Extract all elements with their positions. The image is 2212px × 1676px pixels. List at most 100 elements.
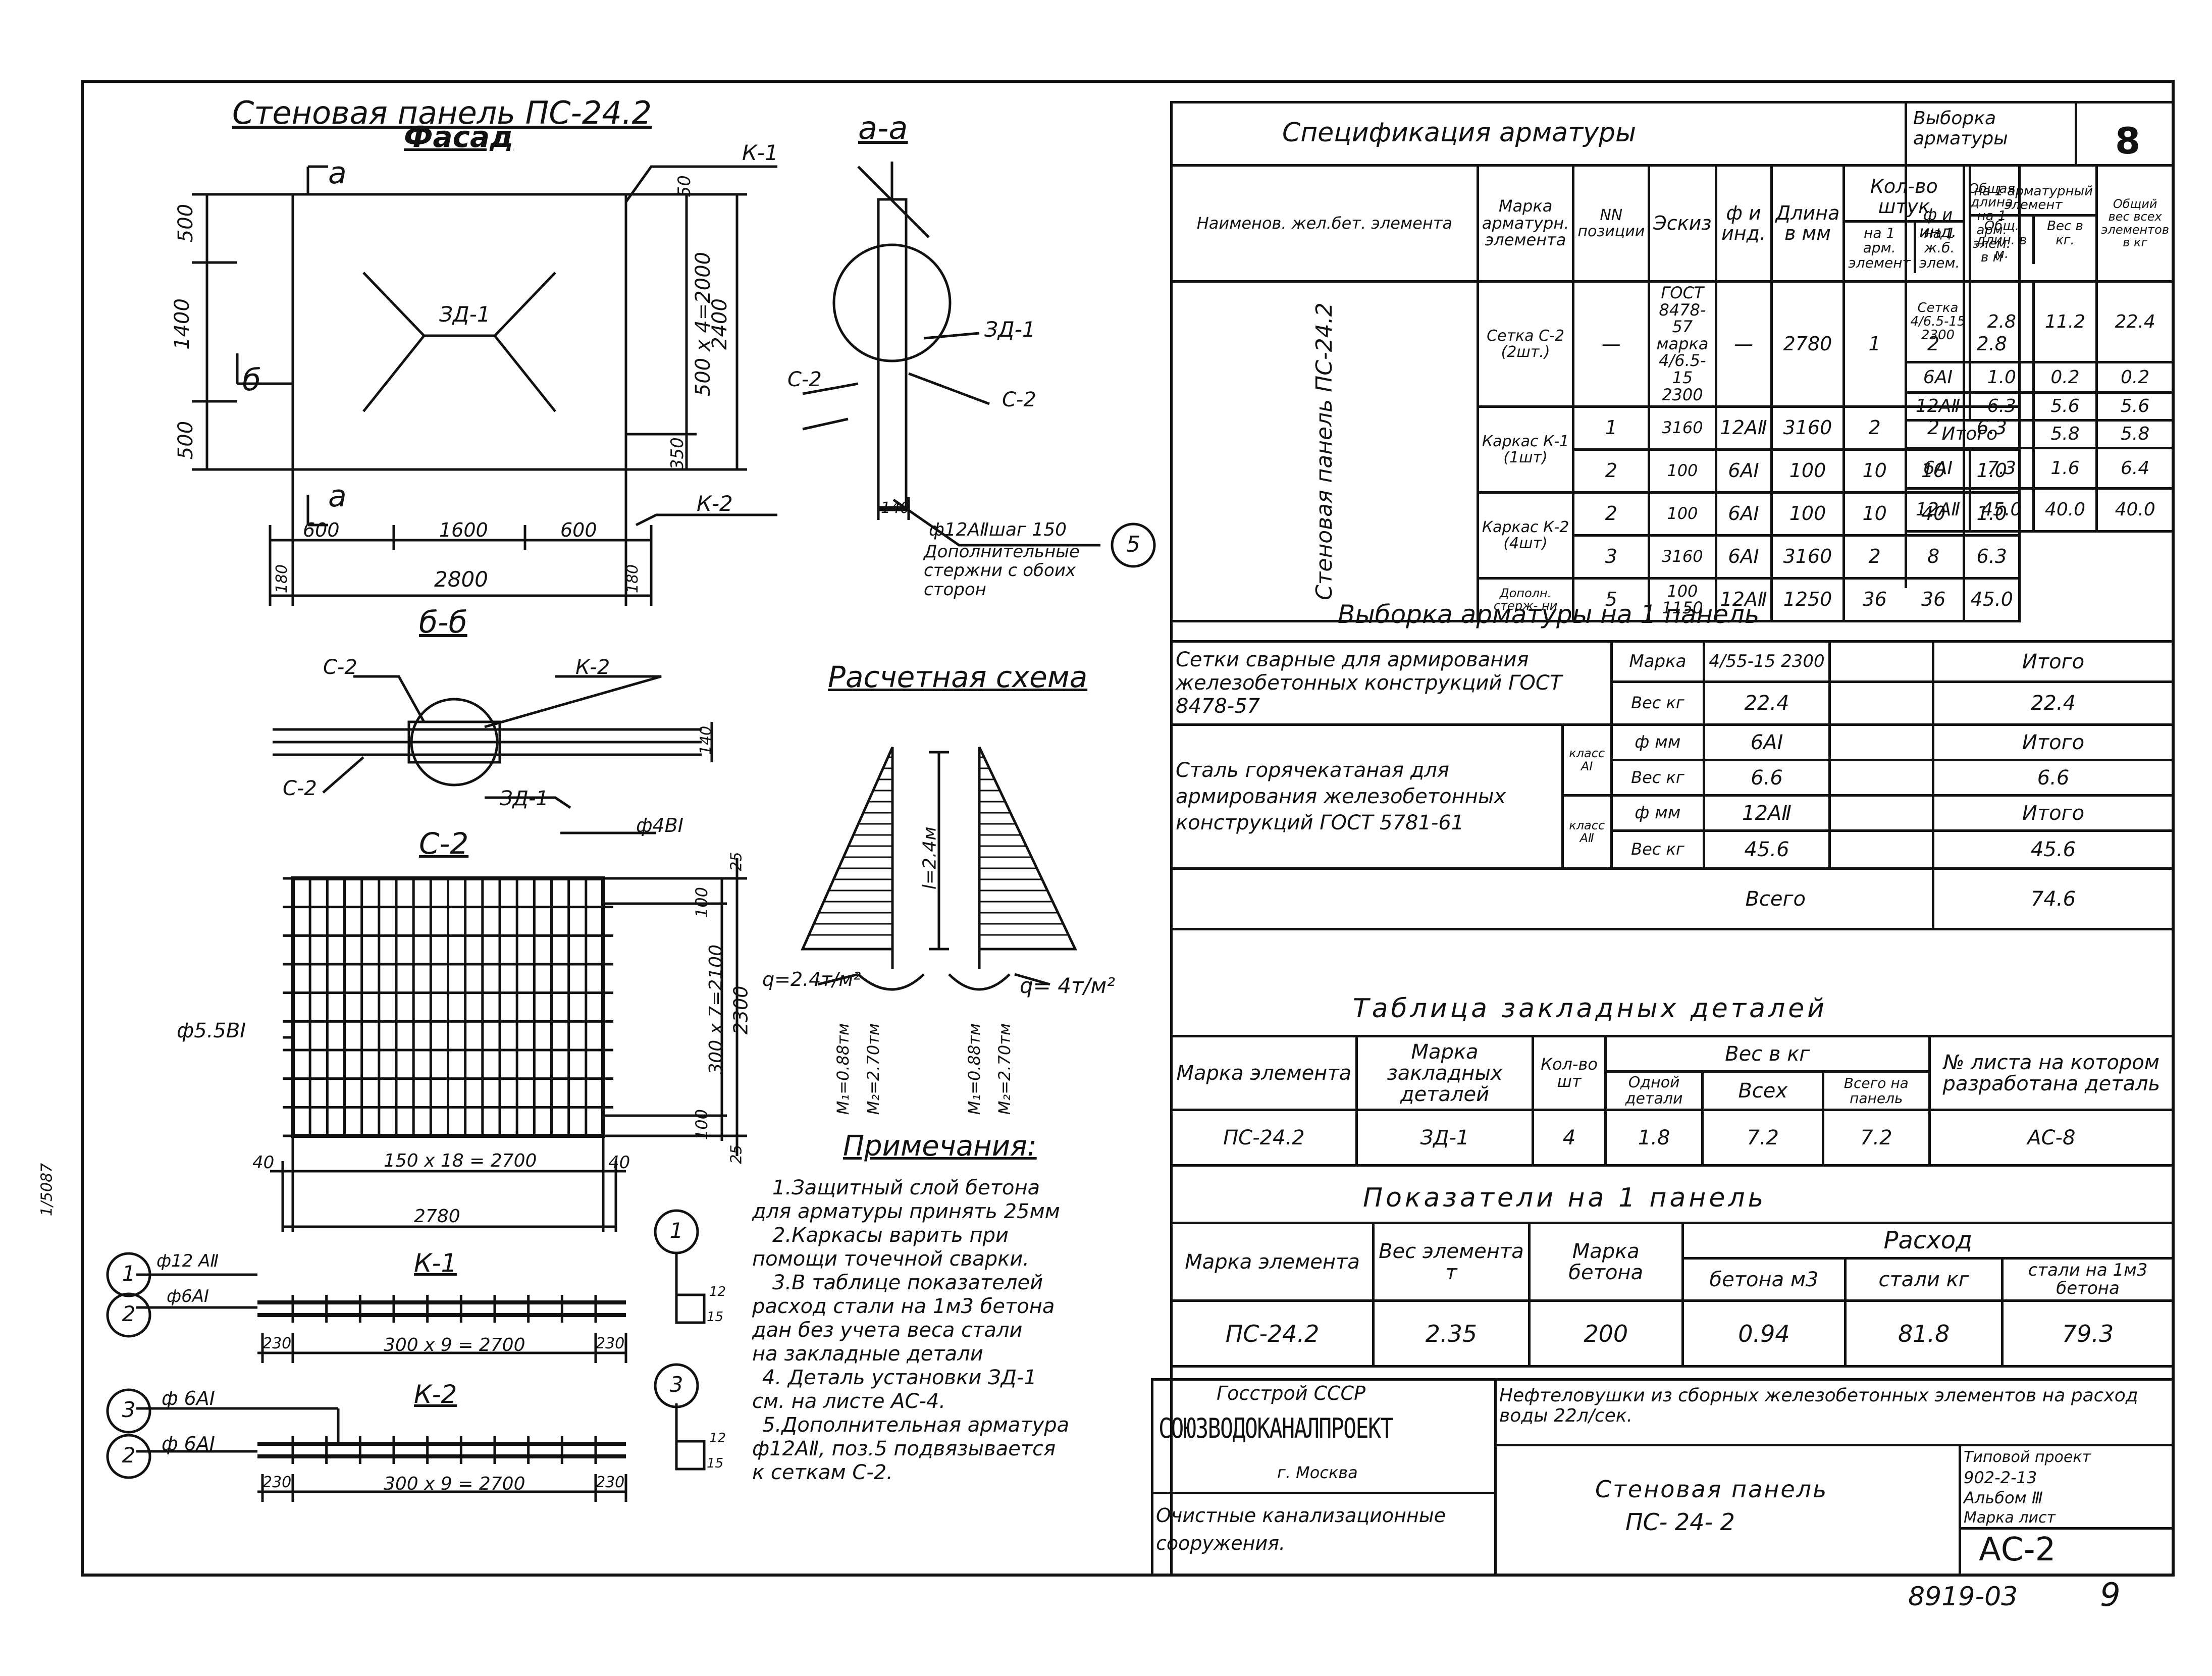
stamp-project: Нефтеловушки из сборных железобетонных э…: [1499, 1385, 2138, 1426]
zd-table: Марка элемента Марка закладных деталей К…: [1170, 1035, 2175, 1167]
k1-phi12: ф12 АⅡ: [156, 1251, 219, 1271]
vs-cell: 5.8: [2095, 419, 2175, 449]
vs-cell: 6АⅠ: [1905, 361, 1971, 394]
note-line: 5.Дополнительная арматура: [762, 1413, 1070, 1437]
spec-cell: 45.0: [1963, 577, 2021, 623]
zd-h-wt: Вес в кг: [1604, 1035, 1931, 1073]
spec-h-length: Длина в мм: [1770, 164, 1846, 283]
vyborka-mesh-desc: Сетки сварные для армирования железобето…: [1170, 640, 1613, 726]
bb-zd1: ЗД-1: [500, 787, 549, 810]
k2-sec-15: 15: [707, 1456, 724, 1471]
dim-500-top: 500: [174, 203, 198, 243]
stamp-city: г. Москва: [1277, 1463, 1358, 1482]
ind-h-wt: Вес элемента т: [1372, 1221, 1531, 1302]
side-text: 1/5087: [38, 1163, 56, 1217]
dim-140-aa: 140: [881, 499, 910, 517]
vyborka-small-table: ф и инд. на 1 арматурный элемент Общ. дл…: [1905, 164, 2175, 533]
k2-sec-12: 12: [709, 1431, 726, 1446]
spec-cell: 10: [1862, 459, 1887, 482]
bb-c2-bottom: С-2: [283, 777, 317, 800]
spec-table: Наименов. жел.бет. элемента Марка армату…: [1170, 164, 2021, 623]
c2-phi55: ф5.5ВⅠ: [177, 1019, 246, 1042]
spec-cell: 3160: [1770, 405, 1846, 451]
c2-phi4: ф4ВⅠ: [636, 814, 683, 836]
k2-label: К-2: [697, 491, 733, 516]
stamp-typ: Типовой проект: [1964, 1448, 2091, 1466]
vs-h-phi: ф и инд.: [1905, 164, 1971, 283]
c2-dim-40a: 40: [252, 1153, 275, 1173]
spec-cell: 2: [1868, 416, 1881, 439]
vs-h-wt: Вес в кг.: [2047, 219, 2083, 248]
spec-h-sketch: Эскиз: [1648, 164, 1717, 283]
cut-a-top: а: [328, 155, 347, 191]
spec-cell: 100: [1648, 491, 1717, 537]
k2-phi6a: ф 6АⅠ: [162, 1387, 215, 1409]
spec-element-name: Стеновая панель ПС-24.2: [1170, 280, 1479, 623]
vs-cell: 5.6: [2095, 391, 2175, 422]
calc-q-right: q= 4т/м²: [1020, 973, 1116, 998]
stamp-right-col: [1959, 1444, 1961, 1577]
note-line: для арматуры принять 25мм: [752, 1200, 1060, 1223]
k1-230-right: 230: [596, 1335, 625, 1352]
zd-h-elem: Марка элемента: [1170, 1035, 1358, 1111]
vs-cell: 0.2: [2032, 361, 2098, 394]
calc-m1-left: М₁=0.88тм: [833, 1023, 853, 1115]
calc-scheme-title: Расчетная схема: [828, 660, 1088, 694]
c2-dim-40b: 40: [608, 1153, 630, 1173]
pos-circle-2: 2: [122, 1301, 136, 1326]
note-line: к сеткам С-2.: [752, 1461, 893, 1484]
ind-conc: 200: [1528, 1299, 1684, 1368]
ind-h-conc: Марка бетона: [1528, 1221, 1684, 1302]
spec-cell: Каркас К-2 (4шт): [1476, 491, 1575, 580]
vs-cell: 5.8: [2032, 419, 2098, 449]
rods-label: ф12АⅡшаг 150: [929, 519, 1067, 540]
spec-cell: Сетка С-2 (2шт.): [1476, 280, 1575, 408]
stamp-sheet-title2: ПС- 24- 2: [1625, 1508, 1735, 1536]
spec-cell: 36: [1862, 588, 1887, 611]
k1-label: К-1: [742, 140, 778, 165]
dim-2400: 2400: [708, 298, 731, 350]
c2-dim-150x18: 150 x 18 = 2700: [384, 1150, 537, 1171]
ind-st: 81.8: [1844, 1299, 2004, 1368]
c2-title: С-2: [419, 826, 469, 861]
sheet-number-border: [2075, 101, 2077, 164]
spec-h-pos: NN позиции: [1572, 164, 1651, 283]
k1-dims: 300 x 9 = 2700: [384, 1335, 525, 1355]
spec-cell: —: [1572, 280, 1651, 408]
spec-cell: 100: [1770, 491, 1846, 537]
spec-cell: Дополн. стерж- ни: [1476, 577, 1575, 623]
vs-h-per: на 1 арматурный элемент: [1971, 183, 2096, 217]
zd-h-zd: Марка закладных деталей: [1355, 1035, 1535, 1111]
note-line: дан без учета веса стали: [752, 1319, 1023, 1342]
cut-a-bottom: а: [328, 479, 347, 514]
note-line: см. на листе АС-4.: [752, 1390, 946, 1413]
zd1-aa: ЗД-1: [984, 317, 1036, 342]
dim-180-left: 180: [273, 564, 291, 594]
spec-h-phi: ф и инд.: [1714, 164, 1773, 283]
circle-5-label: 5: [1126, 532, 1140, 557]
indicators-table: Марка элемента Вес элемента т Марка бето…: [1170, 1221, 2175, 1368]
rods-note: Дополнительные стержни с обоих сторон: [924, 542, 1080, 600]
k1-230-left: 230: [262, 1335, 292, 1352]
ind-h-rash: Расход: [1681, 1222, 2175, 1260]
notes-list: 1.Защитный слой бетона для арматуры прин…: [752, 1176, 1166, 1485]
spec-cell: 3160: [1648, 534, 1717, 580]
zd-all: 7.2: [1701, 1109, 1824, 1167]
pos-circle-2b: 2: [122, 1443, 136, 1468]
k2-dims: 300 x 9 = 2700: [384, 1474, 525, 1494]
c2-dim-25a: 25: [727, 852, 746, 871]
spec-cell: 8: [1927, 545, 1940, 568]
ind-wt: 2.35: [1372, 1299, 1531, 1368]
stamp-line-4: [1959, 1527, 2175, 1530]
note-line: 1.Защитный слой бетона: [772, 1176, 1040, 1199]
spec-cell: 100: [1770, 448, 1846, 494]
vyborka-ves-3: Вес кг: [1610, 829, 1706, 870]
spec-cell: 2: [1868, 545, 1881, 568]
stamp-top-line: [1151, 1378, 2175, 1381]
dim-600-left: 600: [303, 519, 340, 541]
k2-title: К-2: [414, 1380, 457, 1409]
vyborka-small-title: Выборка арматуры: [1913, 108, 2008, 149]
note-line: 2.Каркасы варить при: [772, 1224, 1009, 1247]
spec-cell: 2: [1572, 448, 1651, 494]
c2-dim-100b: 100: [692, 1109, 711, 1140]
